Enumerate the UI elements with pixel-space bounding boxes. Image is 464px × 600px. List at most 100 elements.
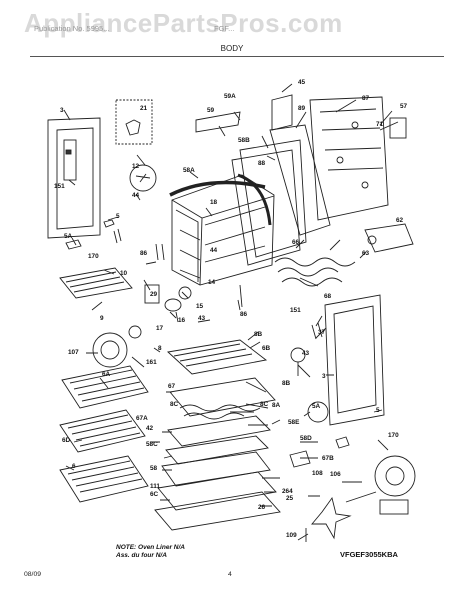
callout-label: 12 [132, 163, 140, 170]
callout-label: 10 [120, 270, 128, 277]
header-left: Publication No. 5995... [34, 24, 110, 33]
section-title: BODY [220, 44, 244, 53]
callout-label: 58D [300, 435, 312, 442]
model-number: VFGEF3055KBA [340, 550, 398, 559]
fan-blade [311, 496, 352, 540]
note-line-2: Ass. du four N/A [116, 552, 167, 559]
callout-label: 44 [210, 247, 218, 254]
callout-label: 6C [150, 491, 159, 498]
callout-label: 44 [132, 192, 140, 199]
callout-label: 89 [298, 105, 306, 112]
part-29 [144, 284, 160, 304]
callout-label: 8 [158, 345, 162, 352]
callout-label: 8A [272, 402, 281, 409]
callout-label: 25 [286, 495, 294, 502]
callout-label: 58C [146, 441, 158, 448]
callout-label: 87 [362, 95, 370, 102]
callout-label: 9 [100, 315, 104, 322]
callout-label: 5A [64, 233, 73, 240]
broiler-pan [59, 267, 133, 299]
watermark: AppliancePartsPros.com [24, 8, 343, 38]
part-15 [164, 298, 182, 312]
callout-label: 5 [376, 407, 380, 414]
callout-label: 8C [170, 401, 179, 408]
callout-label: 57 [400, 103, 408, 110]
callout-label: 8B [282, 380, 291, 387]
callout-label: 107 [68, 349, 79, 356]
callout-label: 111 [150, 483, 160, 490]
callout-label: 17 [156, 325, 164, 332]
callout-label: 6D [62, 437, 71, 444]
callout-label: 8C [260, 401, 269, 408]
callout-label: 58B [238, 137, 250, 144]
callout-label: 66 [292, 239, 300, 246]
callout-label: 67B [322, 455, 334, 462]
broil-element [274, 257, 356, 287]
callout-label: 108 [312, 470, 323, 477]
door-frame [47, 117, 101, 239]
callout-label: 67A [136, 415, 148, 422]
callout-label: 58E [288, 419, 300, 426]
motor-108 [374, 455, 416, 515]
right-door [324, 294, 385, 426]
callout-label: 109 [286, 532, 297, 539]
note: NOTE: Oven Liner N/A Ass. du four N/A [116, 544, 185, 560]
oven-body [169, 173, 275, 286]
callout-label: 58 [150, 465, 158, 472]
callout-label: 45 [298, 79, 306, 86]
diagram-drawing [47, 83, 416, 542]
callout-label: 3 [322, 373, 326, 380]
part-67b [289, 450, 311, 468]
callout-label: 14 [208, 279, 216, 286]
callout-label: 170 [388, 432, 399, 439]
callout-label: 106 [330, 471, 341, 478]
callout-label: 26 [258, 504, 266, 511]
callout-label: 29 [150, 291, 158, 298]
callout-label: 42 [146, 425, 154, 432]
part-14 [178, 286, 192, 300]
callout-label: 63 [362, 250, 370, 257]
header-rule [30, 56, 444, 57]
callout-label: 71 [376, 121, 384, 128]
part-12 [129, 164, 157, 192]
callout-label: 88 [258, 160, 266, 167]
callout-label: 151 [290, 307, 301, 314]
callout-label: 3 [60, 107, 64, 114]
callout-label: 6 [72, 463, 76, 470]
callout-label: 62 [396, 217, 404, 224]
callout-label: 59A [224, 93, 236, 100]
callout-label: 59 [207, 107, 215, 114]
callout-label: 5A [312, 403, 321, 410]
part-21-box [115, 99, 153, 145]
page-number: 4 [228, 571, 232, 578]
callout-label: 8B [254, 331, 263, 338]
callout-label: 18 [210, 199, 218, 206]
callout-label: 86 [240, 311, 248, 318]
callout-label: 86 [140, 250, 148, 257]
note-line-1: NOTE: Oven Liner N/A [116, 544, 185, 551]
callout-label: 161 [146, 359, 157, 366]
callout-label: 170 [88, 253, 99, 260]
part-62 [364, 223, 414, 253]
header-right: FGF... [214, 24, 235, 33]
back-panel [309, 96, 407, 221]
callout-label: 5 [116, 213, 120, 220]
part-5a [307, 401, 329, 423]
callout-label: 264 [282, 488, 293, 495]
fan-107 [92, 332, 128, 368]
callout-label: 6A [102, 371, 111, 378]
element-8c [179, 404, 261, 412]
callout-label: 58A [183, 167, 195, 174]
callout-label: 151 [54, 183, 65, 190]
callout-label: 15 [196, 303, 204, 310]
callout-label: 37 [318, 329, 326, 336]
callout-label: 43 [302, 350, 310, 357]
element-8 [167, 339, 268, 375]
oven-racks [59, 365, 149, 503]
callout-label: 67 [168, 383, 176, 390]
callout-label: 21 [140, 105, 148, 112]
callout-label: 68 [324, 293, 332, 300]
callout-label: 6B [262, 345, 271, 352]
